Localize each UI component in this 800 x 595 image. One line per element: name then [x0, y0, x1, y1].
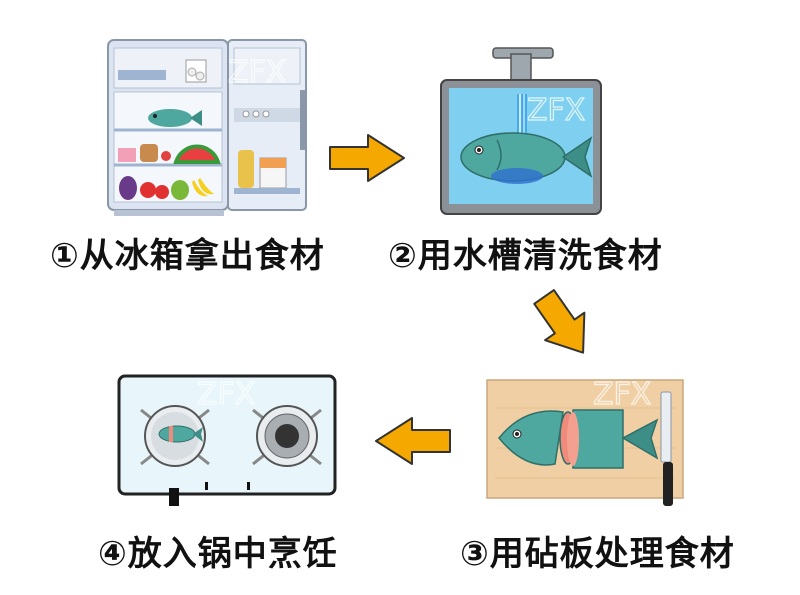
sink-illustration: ZFX: [440, 47, 602, 215]
svg-text:ZFX: ZFX: [593, 377, 651, 412]
fridge-illustration: ZFX: [107, 39, 307, 216]
step-2-label: ②用水槽清洗食材: [388, 236, 663, 276]
svg-text:ZFX: ZFX: [527, 93, 585, 128]
svg-text:ZFX: ZFX: [228, 55, 286, 90]
stove-illustration: ZFX: [117, 374, 337, 506]
arrow-right-1: [329, 134, 405, 182]
step-3-label: ③用砧板处理食材: [460, 534, 735, 574]
cutting-board-illustration: ZFX: [486, 376, 684, 506]
arrow-left: [375, 417, 451, 465]
arrow-down-diagonal: [533, 289, 586, 354]
svg-text:ZFX: ZFX: [197, 377, 255, 412]
step-1-label: ①从冰箱拿出食材: [50, 236, 325, 276]
step-4-label: ④放入锅中烹饪: [98, 534, 338, 574]
